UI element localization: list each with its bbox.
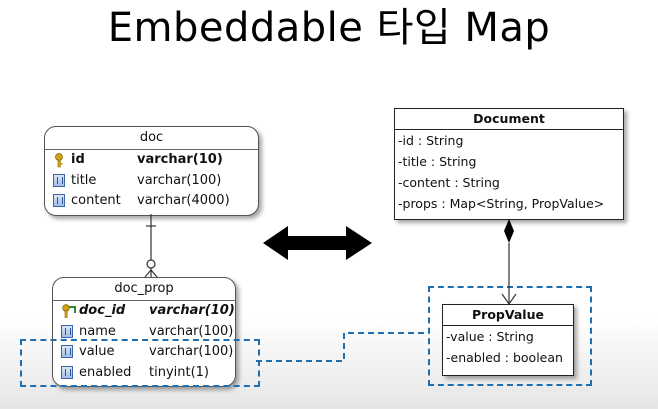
doc-prop-table-row-value: value varchar(100) [53, 342, 235, 363]
column-type: varchar(10) [137, 152, 223, 167]
double-arrow-icon [263, 226, 372, 260]
doc-prop-table-row-name: name varchar(100) [53, 322, 235, 343]
doc-prop-table-row-enabled: enabled tinyint(1) [53, 363, 235, 384]
doc-table-name: doc [45, 127, 258, 150]
mapping-link-dashed [256, 332, 428, 362]
foreign-key-icon [61, 304, 76, 318]
column-icon [61, 365, 75, 380]
column-name: value [79, 344, 115, 359]
column-icon [53, 173, 67, 188]
document-attribute: -title : String [398, 154, 477, 169]
propvalue-class-name: PropValue [443, 305, 573, 326]
composition-association [501, 219, 517, 306]
doc-prop-table: doc_prop doc_id varchar(10) name varchar… [52, 277, 236, 387]
doc-table-row-id: id varchar(10) [45, 150, 258, 171]
document-class-name: Document [395, 109, 623, 130]
slide-title: Embeddable 타입 Map [107, 5, 551, 51]
column-type: varchar(100) [149, 344, 234, 359]
column-name: name [79, 323, 116, 339]
column-name: doc_id [79, 303, 126, 318]
propvalue-attribute: -enabled : boolean [446, 350, 563, 365]
column-name: id [71, 152, 85, 167]
document-attribute: -props : Map<String, PropValue> [398, 196, 605, 211]
column-type: varchar(100) [137, 172, 222, 188]
doc-prop-table-row-doc-id: doc_id varchar(10) [53, 301, 235, 322]
doc-table-row-title: title varchar(100) [45, 171, 258, 192]
propvalue-highlight [428, 286, 592, 386]
propvalue-attribute: -value : String [446, 329, 534, 344]
primary-key-icon [53, 153, 67, 168]
doc-prop-table-name: doc_prop [53, 278, 235, 301]
document-attribute: -content : String [398, 175, 500, 190]
document-class: Document -id : String -title : String -c… [394, 108, 624, 220]
column-type: tinyint(1) [149, 364, 210, 380]
column-name: content [71, 193, 121, 208]
embedded-columns-highlight [20, 339, 260, 387]
doc-table-row-content: content varchar(4000) [45, 191, 258, 212]
column-icon [61, 345, 75, 359]
document-attribute: -id : String [398, 133, 464, 148]
column-icon [53, 194, 67, 208]
column-name: enabled [79, 364, 132, 380]
er-relationship-line [144, 214, 158, 278]
column-icon [61, 324, 75, 339]
column-type: varchar(4000) [137, 193, 230, 208]
doc-table: doc id varchar(10) title varchar(100) co… [44, 126, 259, 216]
propvalue-class: PropValue -value : String -enabled : boo… [442, 304, 574, 376]
column-name: title [71, 172, 97, 188]
column-type: varchar(10) [149, 303, 235, 318]
column-type: varchar(100) [149, 323, 234, 339]
